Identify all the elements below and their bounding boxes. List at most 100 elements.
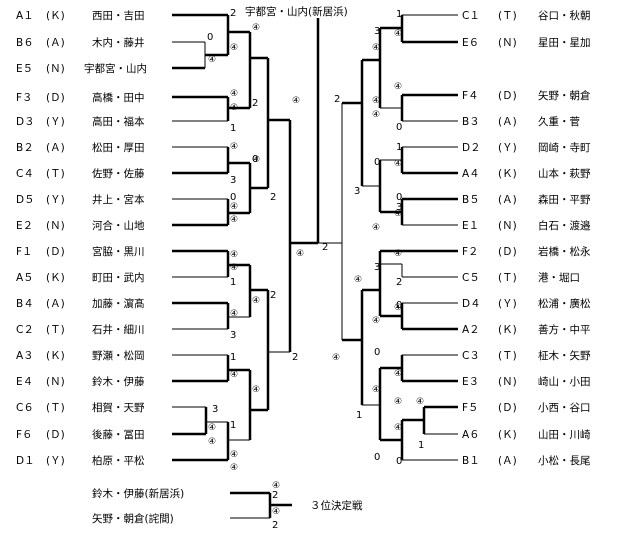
round-mark: ④ xyxy=(230,263,238,273)
score: 3 xyxy=(230,175,236,186)
round-mark: ④ xyxy=(230,202,238,212)
right-seed: D４ xyxy=(462,298,481,310)
score: 2 xyxy=(396,277,402,288)
score: 0 xyxy=(374,347,380,358)
round-mark: ④ xyxy=(394,249,402,259)
score: 0 xyxy=(374,452,380,463)
left-seed: D５ xyxy=(16,194,35,206)
left-team: (Ｄ) xyxy=(46,92,65,104)
score: 0 xyxy=(396,192,402,203)
right-name: 崎山・小田 xyxy=(538,375,591,388)
round-mark: ④ xyxy=(230,250,238,260)
right-name: 岡崎・寺町 xyxy=(538,141,591,154)
round-mark: ④ xyxy=(354,275,362,285)
left-entry: A１ (Ｋ) 西田・吉田 xyxy=(16,10,145,22)
right-entry: B３ (Ａ) 久重・菅 xyxy=(462,115,580,128)
right-entry: B５ (Ａ) 森田・平野 xyxy=(462,193,591,206)
left-team: (Ｎ) xyxy=(46,376,65,388)
right-name: 久重・菅 xyxy=(538,115,580,128)
round-markers: ④ ④ ④ ④ ④ ④ ④ ④ ④ ④ ④ ④ ④ ④ ④ ④ ④ ④ ④ ④ … xyxy=(208,23,424,473)
right-entry: E６ (Ｎ) 星田・星加 xyxy=(462,37,591,49)
left-name: 佐野・佐藤 xyxy=(92,167,145,180)
right-team: (Ｄ) xyxy=(498,402,517,414)
left-entry: B６ (Ａ) 木内・藤井 xyxy=(16,36,145,49)
left-team: (Ｔ) xyxy=(46,168,65,180)
right-name: 星田・星加 xyxy=(538,37,591,49)
right-entry: F２ (Ｄ) 岩橋・松永 xyxy=(462,245,591,258)
right-seed: F４ xyxy=(462,90,479,102)
left-entry: D１ (Ｙ) 柏原・平松 xyxy=(16,454,145,467)
left-name: 野瀬・松岡 xyxy=(92,349,145,362)
right-team: (Ｄ) xyxy=(498,90,517,102)
round-mark: ④ xyxy=(394,82,402,92)
left-name: 高橋・田中 xyxy=(92,91,145,104)
left-seed: F６ xyxy=(16,429,33,441)
left-seed: D３ xyxy=(16,116,35,128)
left-entries: A１ (Ｋ) 西田・吉田 B６ (Ａ) 木内・藤井 E５ (Ｎ) 宇都宮・山内 … xyxy=(16,10,147,467)
score: 3 xyxy=(212,404,218,415)
score: 2 xyxy=(334,94,340,105)
right-team: (Ｎ) xyxy=(498,376,517,388)
right-team: (Ｔ) xyxy=(498,10,517,22)
left-team: (Ａ) xyxy=(46,142,65,154)
round-mark: ④ xyxy=(416,397,424,407)
right-name: 岩橋・松永 xyxy=(538,245,591,258)
round-mark: ④ xyxy=(394,209,402,219)
left-team: (Ｙ) xyxy=(46,455,65,467)
round-mark: ④ xyxy=(394,29,402,39)
round-mark: ④ xyxy=(230,450,238,460)
left-seed: C４ xyxy=(16,168,34,180)
right-seed: D２ xyxy=(462,142,481,154)
score: 0 xyxy=(396,456,402,467)
score: 0 xyxy=(374,157,380,168)
right-seed: E３ xyxy=(462,376,479,388)
round-mark: ④ xyxy=(394,397,402,407)
round-mark: ④ xyxy=(272,507,280,517)
left-name: 西田・吉田 xyxy=(92,10,145,22)
right-team: (Ａ) xyxy=(498,455,517,467)
score: 0 xyxy=(207,32,213,43)
round-mark: ④ xyxy=(208,423,216,433)
score: 2 xyxy=(322,242,328,253)
right-name: 山本・萩野 xyxy=(538,167,591,180)
right-name: 谷口・秋朝 xyxy=(538,9,591,22)
right-name: 小西・谷口 xyxy=(538,402,591,414)
right-seed: B５ xyxy=(462,194,480,206)
round-mark: ④ xyxy=(252,155,260,165)
left-name: 松田・厚田 xyxy=(92,141,145,154)
left-name: 高田・福本 xyxy=(92,115,145,128)
left-team: (Ｙ) xyxy=(46,116,65,128)
left-seed: B４ xyxy=(16,298,34,310)
right-seed: F２ xyxy=(462,246,479,258)
left-seed: B６ xyxy=(16,37,34,49)
right-seed: E６ xyxy=(462,37,479,49)
left-seed: C６ xyxy=(16,402,34,414)
left-entry: F１ (Ｄ) 宮脇・黒川 xyxy=(16,245,145,258)
left-entry: E４ (Ｎ) 鈴木・伊藤 xyxy=(16,375,145,388)
left-seed: F１ xyxy=(16,246,33,258)
scores: 2 0 2 1 0 3 0 2 1 3 1 3 1 2 2 2 1 3 0 1 … xyxy=(207,8,424,467)
score: 2 xyxy=(270,290,276,301)
round-mark: ④ xyxy=(208,55,216,65)
score: 0 xyxy=(396,300,402,311)
right-team: (Ｋ) xyxy=(498,168,517,180)
left-seed: A５ xyxy=(16,272,34,284)
right-name: 善方・中平 xyxy=(538,323,591,336)
round-mark: ④ xyxy=(372,316,380,326)
right-team: (Ｎ) xyxy=(498,37,517,49)
round-mark: ④ xyxy=(230,463,238,473)
right-entry: D４ (Ｙ) 松浦・廣松 xyxy=(462,297,591,310)
left-team: (Ｔ) xyxy=(46,402,65,414)
round-mark: ④ xyxy=(372,43,380,53)
right-seed: C１ xyxy=(462,10,480,22)
left-seed: A１ xyxy=(16,10,34,22)
third-place-winner: 鈴木・伊藤(新居浜) xyxy=(92,487,184,500)
score: 1 xyxy=(230,352,236,363)
round-mark: ④ xyxy=(296,249,304,259)
right-team: (Ｔ) xyxy=(498,272,517,284)
round-mark: ④ xyxy=(394,159,402,169)
score: 1 xyxy=(230,277,236,288)
score: 3 xyxy=(396,202,402,213)
left-name: 宇都宮・山内 xyxy=(84,62,147,75)
